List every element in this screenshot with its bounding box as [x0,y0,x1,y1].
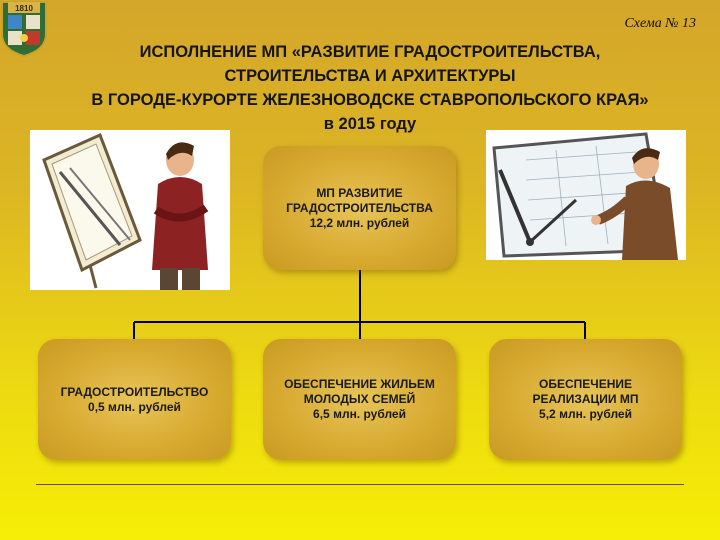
child-2-line-1: ОБЕСПЕЧЕНИЕ ЖИЛЬЕМ [284,377,435,391]
child-3-line-2: РЕАЛИЗАЦИИ МП [532,392,639,406]
root-program-box: МП РАЗВИТИЕ ГРАДОСТРОИТЕЛЬСТВА 12,2 млн.… [263,146,456,270]
child-2-line-2: МОЛОДЫХ СЕМЕЙ [303,392,416,406]
draftsman-at-drawing-board-illustration [486,130,686,260]
child-3-line-1: ОБЕСПЕЧЕНИЕ [539,377,632,391]
child-2-line-3: 6,5 млн. рублей [313,407,406,421]
child-box-young-families-housing: ОБЕСПЕЧЕНИЕ ЖИЛЬЕМ МОЛОДЫХ СЕМЕЙ 6,5 млн… [263,339,456,460]
crest-year: 1810 [15,4,33,13]
child-box-program-implementation: ОБЕСПЕЧЕНИЕ РЕАЛИЗАЦИИ МП 5,2 млн. рубле… [489,339,682,460]
title-line-1: ИСПОЛНЕНИЕ МП «РАЗВИТИЕ ГРАДОСТРОИТЕЛЬСТ… [139,43,601,61]
root-line-1: МП РАЗВИТИЕ [316,185,403,200]
scheme-number: Схема № 13 [624,16,696,31]
page-title: ИСПОЛНЕНИЕ МП «РАЗВИТИЕ ГРАДОСТРОИТЕЛЬСТ… [40,40,700,136]
title-line-2: СТРОИТЕЛЬСТВА И АРХИТЕКТУРЫ [224,67,516,85]
child-1-line-2: 0,5 млн. рублей [88,399,181,414]
title-line-3: В ГОРОДЕ-КУРОРТЕ ЖЕЛЕЗНОВОДСКЕ СТАВРОПОЛ… [91,91,649,109]
city-crest-icon: 1810 [1,1,47,58]
architect-man-illustration [30,130,230,290]
root-line-3: 12,2 млн. рублей [309,215,410,230]
bottom-divider [36,484,684,485]
child-1-line-1: ГРАДОСТРОИТЕЛЬСТВО [60,384,209,399]
title-line-4: в 2015 году [323,115,417,133]
child-box-urban-planning: ГРАДОСТРОИТЕЛЬСТВО 0,5 млн. рублей [38,339,231,460]
child-3-line-3: 5,2 млн. рублей [539,407,632,421]
root-line-2: ГРАДОСТРОИТЕЛЬСТВА [286,200,433,215]
